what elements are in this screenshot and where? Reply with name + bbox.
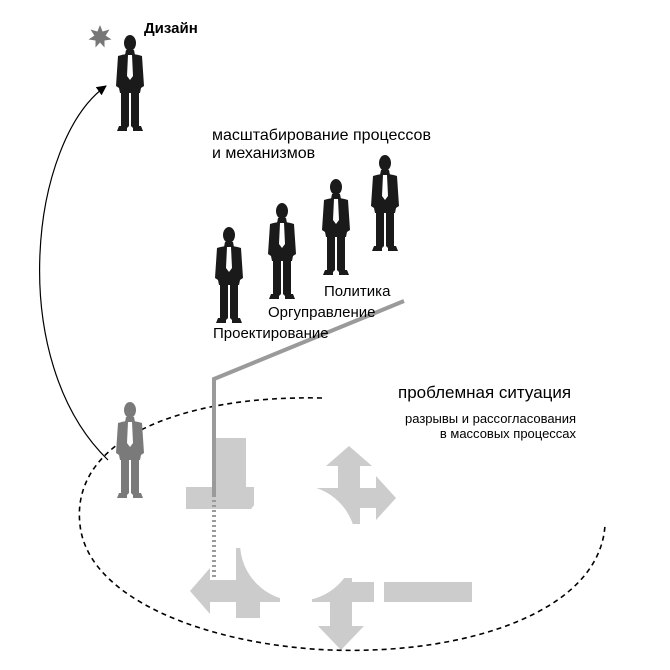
- arrow-bar-detached: [384, 582, 472, 602]
- problem-situation-label: проблемная ситуация: [398, 383, 572, 402]
- person-icon-extra: [371, 155, 399, 251]
- design-label: Дизайн: [144, 20, 198, 37]
- proektirovanie-label: Проектирование: [213, 325, 329, 342]
- politika-label: Политика: [324, 283, 391, 300]
- gaps-line-2: в массовых процессах: [439, 426, 577, 441]
- center-circle: [240, 485, 356, 601]
- person-icon-politika: [322, 179, 350, 275]
- orgupravlenie-label: Оргуправление: [268, 304, 376, 321]
- curve-arrow-to-design: [39, 85, 109, 461]
- gaps-label: разрывы и рассогласования в массовых про…: [405, 411, 576, 441]
- scaling-label: масштабирование процессов и механизмов: [212, 127, 431, 162]
- person-icon-gray: [116, 402, 144, 498]
- person-icon-proektirovanie: [215, 227, 243, 323]
- person-icon-orgupravlenie: [268, 203, 296, 299]
- person-icon-design: [116, 35, 144, 131]
- arrow-head-down: [318, 626, 364, 650]
- arrow-arm-left: [186, 487, 254, 509]
- gaps-line-1: разрывы и рассогласования: [405, 411, 577, 426]
- arrow-head-left: [190, 568, 210, 614]
- arrow-head-up: [326, 446, 372, 466]
- arrow-head-right: [376, 476, 396, 520]
- star-icon: [88, 25, 112, 48]
- practice-connector-line: [212, 299, 405, 495]
